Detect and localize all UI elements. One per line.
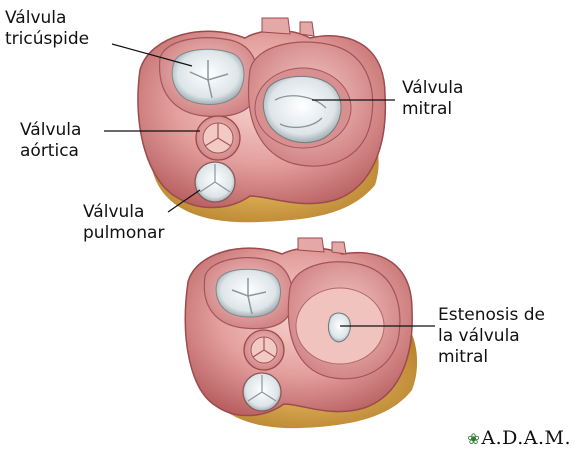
adam-logo-text: A.D.A.M. — [481, 427, 571, 449]
vessel-stub — [262, 18, 290, 34]
vessel-stub — [300, 22, 314, 36]
vessel-stub — [298, 238, 324, 252]
label-mitral-stenosis: Estenosis de la válvula mitral — [438, 305, 545, 368]
label-tricuspid-valve: Válvula tricúspide — [5, 8, 89, 50]
adam-logo: ❀A.D.A.M. — [467, 427, 571, 449]
label-pulmonary-valve: Válvula pulmonar — [83, 202, 164, 244]
vessel-stub — [332, 242, 346, 254]
label-aortic-valve: Válvula aórtica — [20, 120, 81, 162]
label-mitral-valve: Válvula mitral — [402, 78, 463, 120]
adam-leaf-icon: ❀ — [467, 430, 480, 448]
stenosis-heart — [185, 238, 417, 428]
normal-heart — [138, 18, 385, 222]
